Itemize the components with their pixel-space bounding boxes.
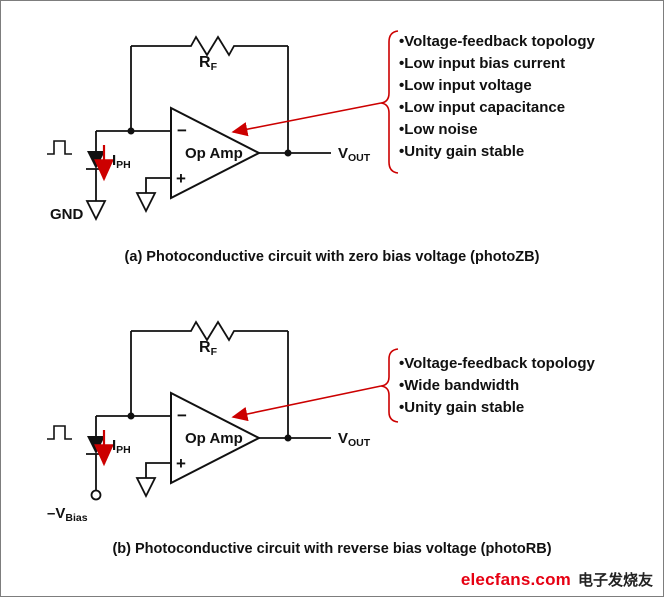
ground-symbol-a-diode xyxy=(85,200,107,222)
opamp-label-a: Op Amp xyxy=(185,145,243,162)
feature-item: •Wide bandwidth xyxy=(399,377,520,394)
vbias-label-b: –VBias xyxy=(47,505,88,524)
pointer-arrow-b xyxy=(231,385,382,422)
elecfans-logo: elecfans.com xyxy=(460,570,571,589)
caption-b: (b) Photoconductive circuit with reverse… xyxy=(112,541,552,557)
bias-terminal-b xyxy=(90,489,102,501)
gnd-label-a: GND xyxy=(50,206,84,223)
noninverting-input-label-b: + xyxy=(176,454,186,473)
iph-label-b: IPH xyxy=(112,437,131,456)
pointer-arrow-a xyxy=(231,102,382,137)
feature-item: •Low noise xyxy=(399,121,478,138)
feature-item: •Unity gain stable xyxy=(399,399,525,416)
noninverting-input-label-a: + xyxy=(176,169,186,188)
feature-item: •Voltage-feedback topology xyxy=(399,355,595,372)
junction-dots-b xyxy=(127,412,292,442)
rf-label-b: RF xyxy=(199,339,217,358)
vout-label-b: VOUT xyxy=(338,430,371,449)
feedback-resistor-b xyxy=(130,320,289,438)
feature-item: •Low input bias current xyxy=(399,55,566,72)
watermark-chinese-text: 电子发烧友 xyxy=(577,572,653,589)
feedback-resistor-a xyxy=(130,35,289,153)
junction-dots-a xyxy=(127,127,292,157)
features-list-b: •Voltage-feedback topology •Wide bandwid… xyxy=(399,353,657,419)
ground-symbol-b-input xyxy=(135,477,157,499)
opamp-b xyxy=(170,391,262,485)
feature-item: •Low input voltage xyxy=(399,77,532,94)
iph-label-a: IPH xyxy=(112,152,131,171)
caption-a: (a) Photoconductive circuit with zero bi… xyxy=(124,249,540,265)
watermark: elecfans.com 电子发烧友 xyxy=(461,569,653,590)
ground-symbol-a-input xyxy=(135,192,157,214)
vout-label-a: VOUT xyxy=(338,145,371,164)
light-pulse-symbol-a xyxy=(47,140,72,155)
rf-label-a: RF xyxy=(199,54,217,73)
brace-b xyxy=(380,348,399,423)
inverting-input-label-b: − xyxy=(177,406,187,425)
features-list-a: •Voltage-feedback topology •Low input bi… xyxy=(399,31,657,163)
feature-item: •Unity gain stable xyxy=(399,143,525,160)
light-pulse-symbol-b xyxy=(47,425,72,440)
inverting-input-label-a: − xyxy=(177,121,187,140)
opamp-label-b: Op Amp xyxy=(185,430,243,447)
feature-item: •Low input capacitance xyxy=(399,99,566,116)
brace-a xyxy=(380,30,399,174)
opamp-a xyxy=(170,106,262,200)
feature-item: •Voltage-feedback topology xyxy=(399,33,595,50)
